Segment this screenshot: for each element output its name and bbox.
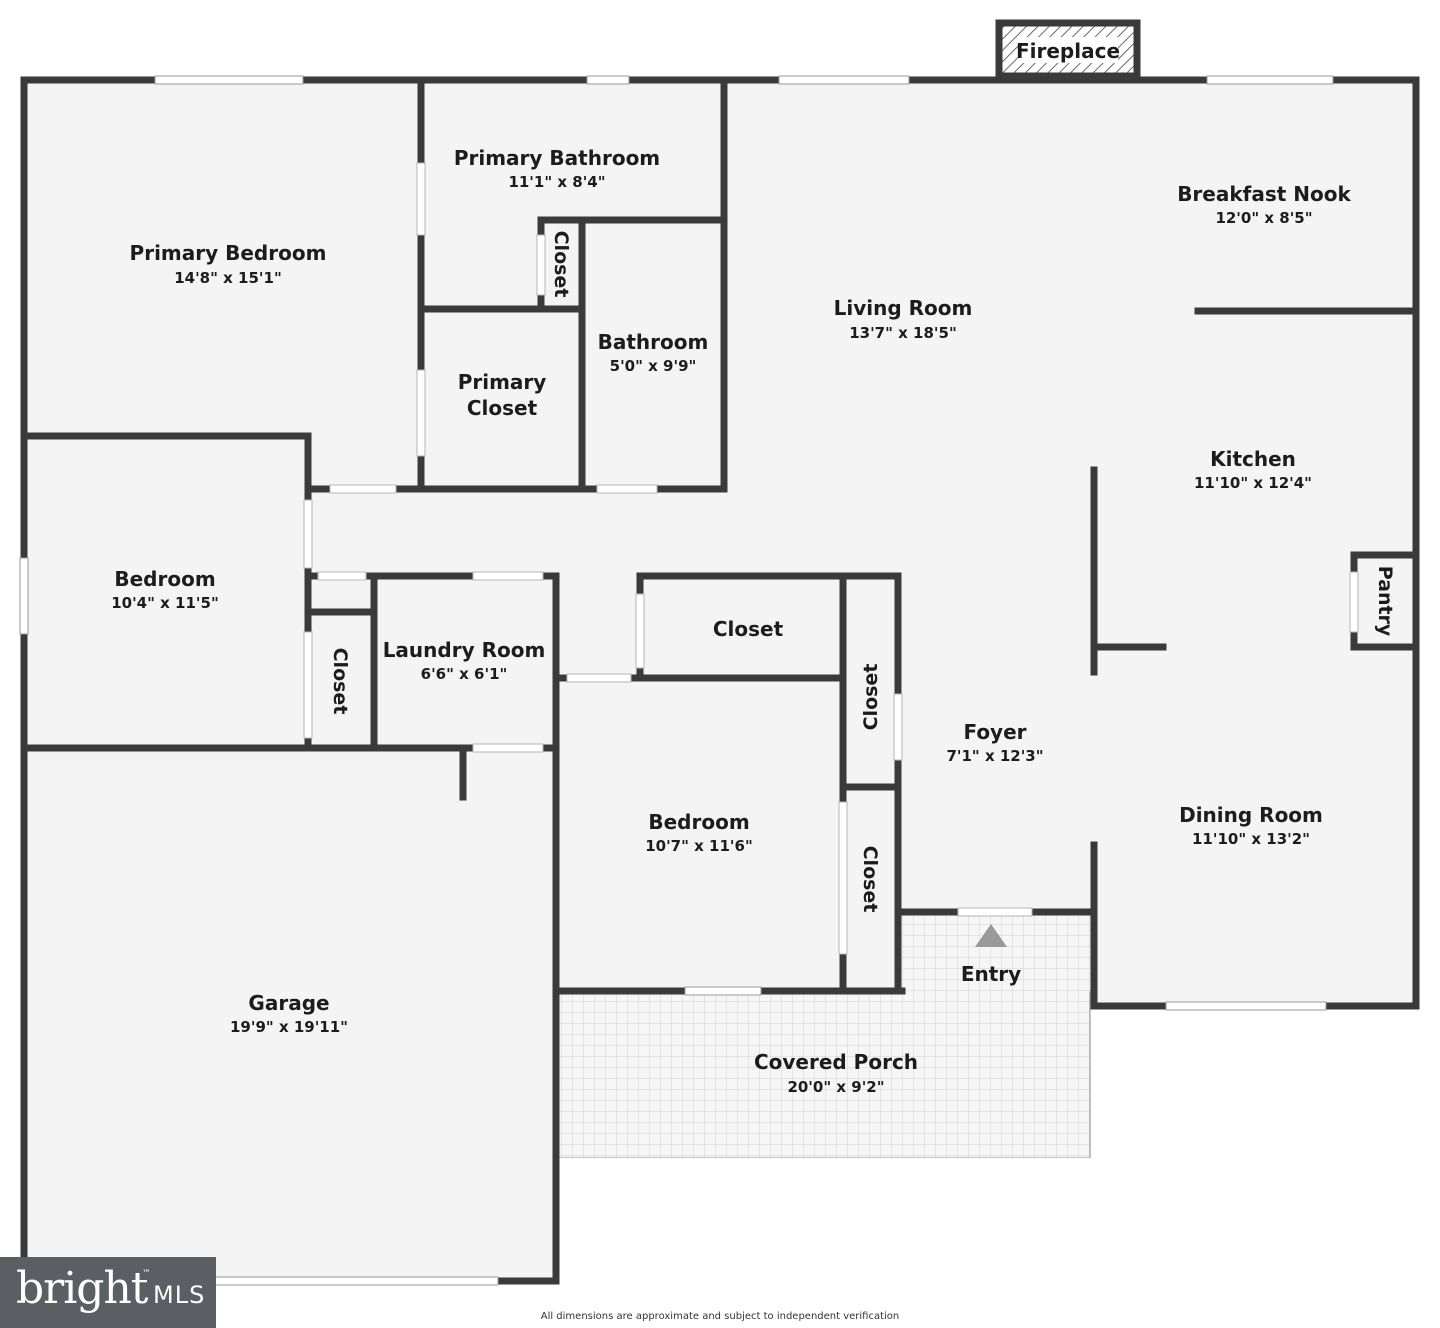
windows (19, 75, 1334, 1286)
entry-name: Entry (961, 962, 1021, 986)
covered-porch-name: Covered Porch (754, 1050, 918, 1074)
kitchen-name: Kitchen (1210, 447, 1296, 471)
logo-trademark: ™ (142, 1269, 151, 1279)
covered-porch-dim: 20'0" x 9'2" (787, 1078, 884, 1096)
entry-floor (902, 912, 1090, 992)
bright-mls-logo: bright ™ MLS (0, 1257, 216, 1328)
bedroom-center-name: Bedroom (648, 810, 749, 834)
primary-closet-name-line2: Closet (467, 396, 538, 420)
bathroom-name: Bathroom (598, 330, 709, 354)
primary-bathroom-dim: 11'1" x 8'4" (508, 173, 605, 191)
fireplace (995, 19, 1141, 80)
garage-dim: 19'9" x 19'11" (230, 1018, 348, 1036)
vertical-labels: Closet Closet Closet Closet Pantry (329, 231, 1396, 913)
logo-mls: MLS (153, 1281, 206, 1309)
living-room-dim: 13'7" x 18'5" (849, 324, 957, 342)
living-room-name: Living Room (834, 296, 973, 320)
room-labels: Primary Bedroom 14'8" x 15'1" Primary Ba… (111, 146, 1351, 1096)
primary-bathroom-name: Primary Bathroom (454, 146, 660, 170)
doors (303, 162, 1359, 955)
pantry-label: Pantry (1374, 566, 1396, 637)
closet-foyer-lower-label: Closet (859, 846, 881, 913)
primary-bedroom-name: Primary Bedroom (130, 241, 327, 265)
closet-foyer-upper-label: Closet (860, 664, 882, 731)
closet-hall-name: Closet (713, 617, 784, 641)
fireplace-label: Fireplace (1016, 39, 1120, 63)
garage-name: Garage (248, 991, 329, 1015)
covered-porch-floor (557, 990, 1091, 1159)
dining-room-dim: 11'10" x 13'2" (1192, 830, 1310, 848)
bedroom-west-name: Bedroom (114, 567, 215, 591)
dining-room-name: Dining Room (1179, 803, 1323, 827)
foyer-dim: 7'1" x 12'3" (946, 747, 1043, 765)
floor-areas (24, 80, 1416, 1281)
bedroom-center-dim: 10'7" x 11'6" (645, 837, 753, 855)
breakfast-nook-name: Breakfast Nook (1177, 182, 1351, 206)
laundry-room-dim: 6'6" x 6'1" (421, 665, 508, 683)
closet-primary-bath-label: Closet (550, 231, 572, 298)
bedroom-west-dim: 10'4" x 11'5" (111, 594, 219, 612)
bathroom-dim: 5'0" x 9'9" (610, 357, 697, 375)
closet-bedroom-west-label: Closet (329, 648, 351, 715)
disclaimer: All dimensions are approximate and subje… (540, 1311, 900, 1322)
kitchen-dim: 11'10" x 12'4" (1194, 474, 1312, 492)
breakfast-nook-dim: 12'0" x 8'5" (1215, 209, 1312, 227)
entry-arrow-icon (975, 924, 1007, 947)
primary-bedroom-dim: 14'8" x 15'1" (174, 269, 282, 287)
laundry-room-name: Laundry Room (383, 638, 546, 662)
foyer-name: Foyer (963, 720, 1026, 744)
primary-closet-name-line1: Primary (458, 370, 547, 394)
logo-word: bright (16, 1263, 148, 1314)
